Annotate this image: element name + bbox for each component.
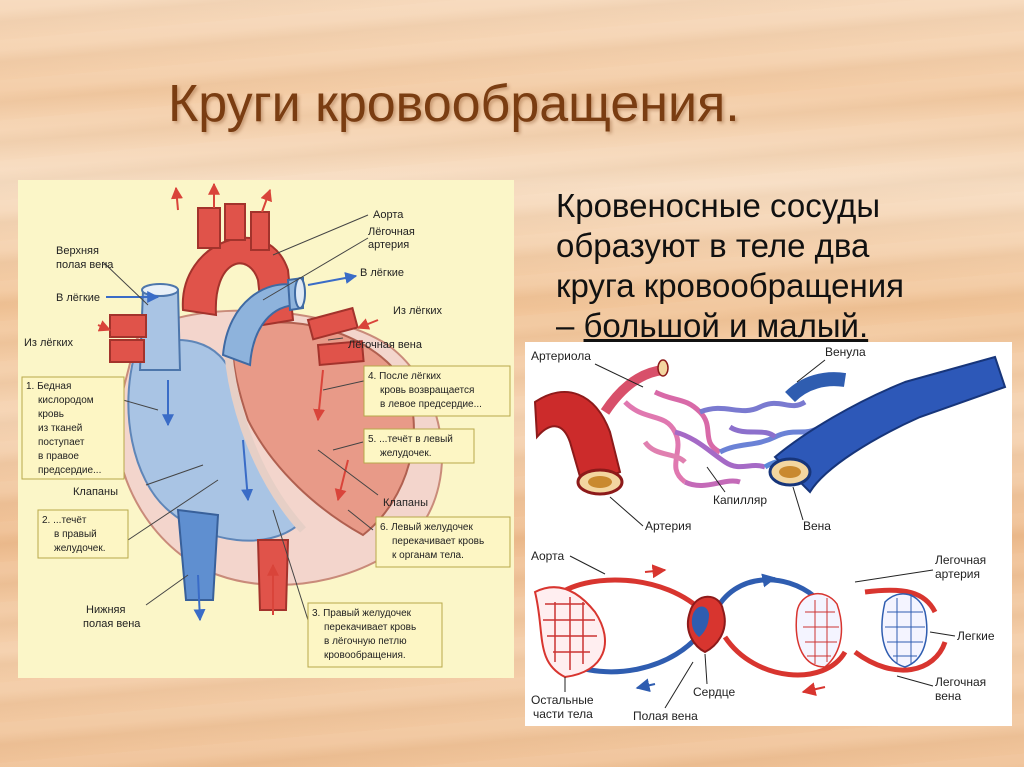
vessels-svg: Артериола Венула Капилляр Артерия Вена А… [531, 345, 1007, 723]
box4-line: в левое предсердие... [380, 399, 482, 410]
label-inf-vena-1: Нижняя [86, 604, 125, 616]
step-box-5: 5. ...течёт в левый желудочек. [363, 428, 475, 464]
box1-line: кровь [38, 409, 64, 420]
label-from-lungs-left: Из лёгких [24, 337, 74, 349]
vessels-diagram: Артериола Венула Капилляр Артерия Вена А… [525, 342, 1012, 726]
label-venule: Венула [825, 345, 866, 359]
svg-text:5. ...течёт в левый желу: 5. ...течёт в левый желудочек. [368, 434, 456, 459]
box1-line: предсердие... [38, 465, 101, 476]
description-text: Кровеносные сосуды образуют в теле два к… [556, 186, 996, 346]
step-box-4: 4. После лёгких кровь возвращается в лев… [363, 365, 511, 417]
box6-line: 6. Левый желудочек [380, 522, 473, 533]
box6-line: перекачивает кровь [392, 536, 484, 547]
label-pulm-vein: Лёгочная вена [348, 339, 423, 351]
label-pulm-artery-1: Лёгочная [368, 226, 415, 238]
label-to-lungs-left: В лёгкие [56, 292, 100, 304]
svg-text:3. Правый желудочек пере: 3. Правый желудочек перекачивает кровь в… [312, 608, 419, 661]
box1-line: 1. Бедная [26, 381, 71, 392]
inferior-vena-cava [176, 508, 220, 601]
arteriole [600, 365, 664, 415]
label-heart: Сердце [693, 685, 735, 699]
label-pulm-artery-2: артерия [368, 239, 409, 251]
label-pulm-artery-scheme-1: Легочная [935, 553, 986, 567]
label-arteriole: Артериола [531, 349, 591, 363]
label-sup-vena-1: Верхняя [56, 245, 99, 257]
box5-line: 5. ...течёт в левый [368, 434, 453, 445]
artery [533, 391, 622, 489]
text-highlight: большой и малый. [583, 307, 869, 344]
text-dash: – [556, 307, 584, 344]
box1-line: из тканей [38, 423, 82, 434]
box3-line: кровообращения. [324, 649, 406, 661]
box4-line: 4. После лёгких [368, 371, 441, 382]
box4-line: кровь возвращается [380, 385, 474, 396]
label-lungs: Легкие [957, 629, 995, 643]
text-line-2: образуют в теле два [556, 227, 870, 264]
box3-line: перекачивает кровь [324, 622, 416, 633]
label-to-lungs-right: В лёгкие [360, 267, 404, 279]
svg-text:1. Бедная кислородом: 1. Бедная кислородом кровь из тканей пос… [26, 381, 101, 476]
label-from-lungs-right: Из лёгких [393, 305, 443, 317]
label-pulm-vein-scheme-1: Легочная [935, 675, 986, 689]
box2-line: желудочек. [54, 543, 106, 554]
label-valves-right: Клапаны [383, 497, 428, 509]
venule [785, 372, 847, 403]
step-box-2: 2. ...течёт в правый желудочек. [37, 509, 129, 559]
label-sup-vena-2: полая вена [56, 259, 114, 271]
label-valves-left: Клапаны [73, 486, 118, 498]
septum [224, 349, 306, 533]
text-line-1: Кровеносные сосуды [556, 187, 881, 224]
text-line-3: круга кровообращения [556, 267, 905, 304]
label-aorta: Аорта [373, 209, 404, 221]
label-artery: Артерия [645, 519, 691, 533]
label-other-2: части тела [533, 707, 593, 721]
svg-text:2. ...течёт в правый: 2. ...течёт в правый желудочек. [42, 515, 106, 554]
box3-line: в лёгочную петлю [324, 636, 407, 647]
vein [773, 355, 1007, 494]
label-pulm-artery-scheme-2: артерия [935, 567, 980, 581]
label-vein: Вена [803, 519, 831, 533]
label-pulm-vein-scheme-2: вена [935, 689, 962, 703]
box1-line: в правое [38, 451, 79, 462]
box2-line: 2. ...течёт [42, 515, 87, 526]
box5-line: желудочек. [380, 448, 432, 459]
lungs [795, 593, 928, 668]
circulation-scheme [533, 577, 948, 679]
leader-lines [102, 214, 379, 621]
heart-diagram: Аорта Лёгочная артерия В лёгкие Из лёгки… [18, 180, 514, 678]
box6-line: к органам тела. [392, 550, 464, 561]
label-inf-vena-2: полая вена [83, 618, 141, 630]
heart-svg: Аорта Лёгочная артерия В лёгкие Из лёгки… [21, 182, 511, 668]
text-line-4: – большой и малый. [556, 306, 996, 346]
svg-text:4. После лёгких кровь во: 4. После лёгких кровь возвращается в лев… [368, 371, 482, 410]
box1-line: кислородом [38, 395, 94, 406]
box2-line: в правый [54, 529, 97, 540]
page-title: Круги кровообращения. [168, 75, 740, 133]
label-other-1: Остальные [531, 693, 594, 707]
label-capillary: Капилляр [713, 493, 767, 507]
svg-text:6. Левый желудочек перек: 6. Левый желудочек перекачивает кровь к … [380, 522, 487, 561]
step-box-6: 6. Левый желудочек перекачивает кровь к … [375, 516, 511, 568]
box1-line: поступает [38, 437, 85, 448]
step-box-3: 3. Правый желудочек перекачивает кровь в… [307, 602, 443, 668]
label-aorta-scheme: Аорта [531, 549, 564, 563]
step-box-1: 1. Бедная кислородом кровь из тканей пос… [21, 376, 125, 480]
label-vena-cava: Полая вена [633, 709, 698, 723]
box3-line: 3. Правый желудочек [312, 608, 412, 619]
